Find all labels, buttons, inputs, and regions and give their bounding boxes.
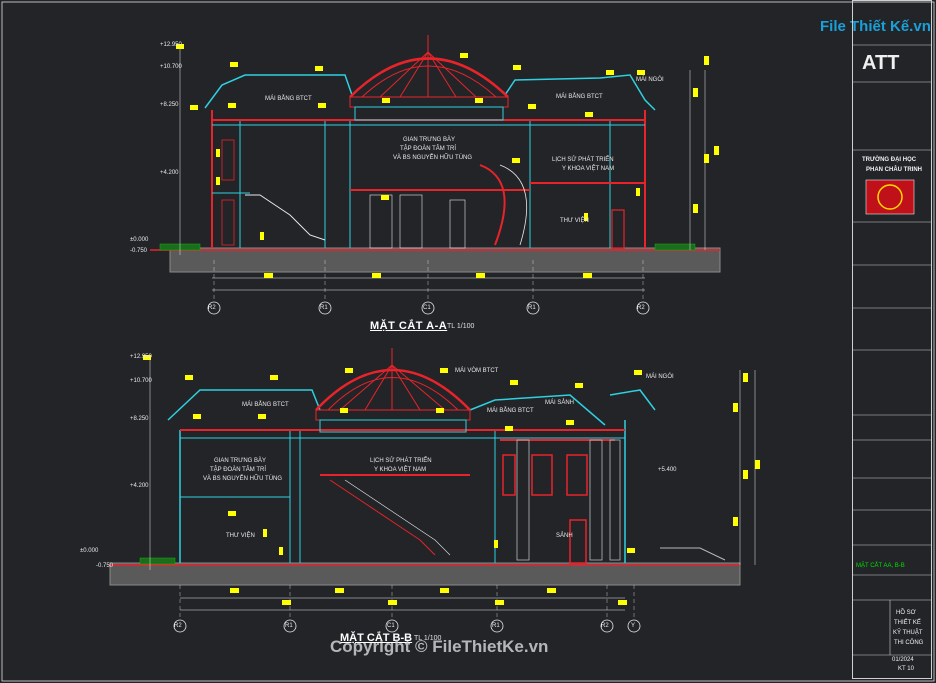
section-b-label-lich-su-2: Y KHOA VIỆT NAM <box>374 467 427 473</box>
section-b-label-mai-bang-mid: MÁI BẰNG BTCT <box>487 408 534 414</box>
section-a-axis-3: C1 <box>423 305 431 311</box>
section-a-label-gian-1: GIAN TRƯNG BÀY <box>403 137 456 143</box>
section-b-label-gian-3: VÀ BS NGUYỄN HỮU TÙNG <box>203 476 283 482</box>
section-b-level-4: +4.200 <box>130 483 149 489</box>
section-a-label-gian-2: TẬP ĐOÀN TÂM TRÍ <box>400 146 457 152</box>
section-b-axis-5: R2 <box>601 623 609 629</box>
section-a-label-thu-vien: THƯ VIỆN <box>560 218 589 224</box>
section-b-axis-4: R1 <box>492 623 500 629</box>
section-a-axis-4: R1 <box>528 305 536 311</box>
section-a-axis-5: R2 <box>637 305 645 311</box>
title-block <box>852 0 932 679</box>
section-b-label-mai-ngoi: MÁI NGÓI <box>646 374 674 380</box>
section-b-label-thu-vien: THƯ VIỆN <box>226 533 255 539</box>
section-b-level-2: +10.700 <box>130 378 152 384</box>
ho-so-4: THI CÔNG <box>894 640 924 646</box>
section-b-label-sanh: SẢNH <box>556 533 573 539</box>
section-b-axis-2: R1 <box>285 623 293 629</box>
section-b-label-lich-su-1: LỊCH SỬ PHÁT TRIỂN <box>370 458 432 464</box>
drawing-name: MẶT CẮT AA, B-B <box>856 563 905 569</box>
section-b-label-mai-vom: MÁI VÒM BTCT <box>455 368 499 374</box>
section-b-title: MẶT CẮT B-B <box>340 632 413 644</box>
section-a-label-mai-ngoi: MÁI NGÓI <box>636 77 664 83</box>
section-a-label-gian-3: VÀ BS NGUYỄN HỮU TÙNG <box>393 155 473 161</box>
section-a-label-lich-su-2: Y KHOA VIỆT NAM <box>562 166 615 172</box>
title-block-frame <box>852 44 932 656</box>
ho-so-3: KỸ THUẬT <box>893 630 923 636</box>
section-a-label-mai-bang-left: MÁI BẰNG BTCT <box>265 96 312 102</box>
section-b-level-6: -0.750 <box>96 563 114 569</box>
section-b-label-gian-1: GIAN TRƯNG BÀY <box>214 458 267 464</box>
section-b-level-1: +12.950 <box>130 354 152 360</box>
section-a-label-lich-su-1: LỊCH SỬ PHÁT TRIỂN <box>552 157 614 163</box>
drawing-date: 01/2024 <box>892 657 914 663</box>
section-a-level-6: -0.750 <box>130 248 148 254</box>
school-name-2: PHAN CHÂU TRINH <box>866 167 922 173</box>
section-a-label-mai-bang-right: MÁI BẰNG BTCT <box>556 94 603 100</box>
section-b-label-gian-2: TẬP ĐOÀN TÂM TRÍ <box>210 467 267 473</box>
watermark-logo: File Thiết Kế.vn <box>820 18 931 35</box>
section-a-scale: TL 1/100 <box>447 323 475 330</box>
section-b-label-level-5400: +5.400 <box>658 467 677 473</box>
section-a-axis-1: R2 <box>208 305 216 311</box>
section-b-scale: TL 1/100 <box>414 635 442 642</box>
ho-so-2: THIẾT KẾ <box>894 620 921 626</box>
section-a-level-1: +12.950 <box>160 42 182 48</box>
ho-so-1: HỒ SƠ <box>896 610 916 616</box>
section-b-level-5: ±0.000 <box>80 548 99 554</box>
section-a-level-4: +4.200 <box>160 170 179 176</box>
section-a-drawing <box>150 35 721 315</box>
section-a-title: MẶT CẮT A-A <box>370 320 448 332</box>
school-name-1: TRƯỜNG ĐẠI HỌC <box>862 157 917 163</box>
company-logo: ATT <box>862 52 900 74</box>
section-b-label-mai-sang: MÁI SẢNH <box>545 400 575 406</box>
section-b-level-3: +8.250 <box>130 416 149 422</box>
section-b-axis-1: R2 <box>174 623 182 629</box>
section-b-label-mai-bang-left: MÁI BẰNG BTCT <box>242 402 289 408</box>
sheet-number: KT 10 <box>898 666 914 672</box>
section-a-level-2: +10.700 <box>160 64 182 70</box>
section-a-axis-2: R1 <box>320 305 328 311</box>
section-b-drawing <box>109 348 760 633</box>
section-a-level-5: ±0.000 <box>130 237 149 243</box>
copyright-watermark: Copyright © FileThietKe.vn <box>330 637 549 656</box>
section-b-axis-3: C1 <box>387 623 395 629</box>
section-b-axis-6: Y <box>631 623 636 629</box>
section-a-level-3: +8.250 <box>160 102 179 108</box>
section-a-ground <box>169 247 721 273</box>
section-b-ground <box>109 562 741 586</box>
